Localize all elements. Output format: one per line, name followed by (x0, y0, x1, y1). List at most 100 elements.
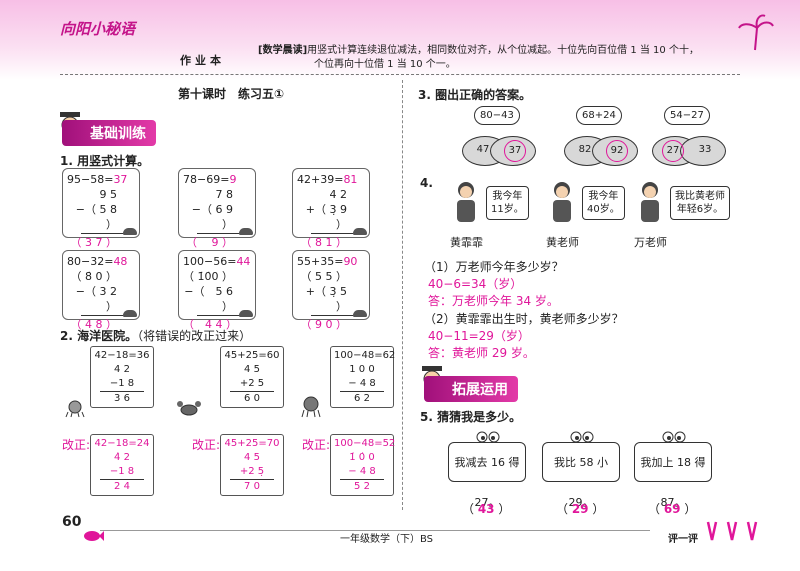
page-divider (402, 80, 403, 510)
question-bubble: 80−43 (474, 106, 520, 125)
answer-option-right[interactable]: 92 (606, 140, 628, 162)
answer-option-left[interactable]: 47 (476, 144, 490, 155)
hospital-result: 7 0 (244, 481, 260, 492)
calc-card: 80−32=48（ 8̇ 0 ）−（ 3 2 ）（ 4 8 ） (62, 250, 140, 331)
hospital-top: 1 0 0 (349, 364, 375, 375)
tip-tag: [数学晨读] (258, 45, 308, 56)
footer-rule (100, 530, 650, 531)
calc-result: （ 4 8 ） (70, 318, 118, 331)
q4-answer-1: 答：万老师今年 34 岁。 (428, 294, 559, 308)
hospital-result: 2 4 (114, 481, 130, 492)
paren-open: （ (462, 502, 478, 516)
hospital-rule (340, 479, 384, 480)
calc-middle: +（ 3̣ 9 ） (305, 203, 347, 231)
calc-expression: 78−69= (183, 173, 230, 186)
calc-equation: 42+39=81 (297, 172, 365, 187)
fish-icon (680, 136, 726, 166)
section-basic-training: 基础训练 (62, 120, 156, 146)
hospital-rule (230, 391, 274, 392)
eyes-icon (662, 428, 686, 443)
calc-top: （ 5 5 ） (300, 270, 348, 283)
calc-top: 9 5 (99, 188, 118, 201)
crab-icon (353, 228, 367, 235)
guess-sign: 我比 58 小 29。 (542, 442, 620, 509)
calc-answer: 44 (236, 255, 251, 268)
speech-line-1: 我比黄老师 (675, 191, 725, 202)
calc-result: （ 4 4 ） (183, 318, 237, 331)
answer-option-left[interactable]: 27 (662, 140, 684, 162)
guess-answer-value: 69 (663, 502, 681, 516)
rating-marks-icon (704, 520, 768, 542)
calc-rule (311, 233, 359, 234)
answer-option-right[interactable]: 37 (504, 140, 526, 162)
calc-answer: 90 (343, 255, 358, 268)
person-icon (452, 180, 480, 224)
guess-sign: 我加上 18 得 87。 (634, 442, 712, 509)
guess-sign: 我减去 16 得 27。 (448, 442, 526, 509)
hospital-rule (100, 479, 144, 480)
logo: 向阳小秘语 (60, 20, 136, 38)
homework-label: 作业本 (180, 54, 225, 67)
lesson-title: 第十课时 练习五① (178, 87, 285, 101)
calc-expression: 55+35= (297, 255, 344, 268)
q2-title-text: 2. 海洋医院。 (60, 329, 138, 343)
calc-result: （ 9 0 ） (300, 318, 348, 331)
calc-middle: +（ 3̣ 5 ） (305, 285, 347, 313)
calc-middle: −（ 5 6 ） (184, 285, 233, 313)
question-bubble: 54−27 (664, 106, 710, 125)
calc-card: 55+35=90 （ 5 5 ） +（ 3̣ 5 ） （ 9 0 ） (292, 250, 370, 331)
hospital-rule (230, 479, 274, 480)
calc-equation: 78−69=9 (183, 172, 251, 187)
hospital-equation: 100−48=62 (334, 350, 396, 361)
crab-icon (123, 310, 137, 317)
hospital-middle: +2 5 (239, 378, 265, 389)
speech-line-1: 我今年 (588, 191, 619, 202)
octopus-icon-2 (300, 396, 322, 418)
q1-title: 1. 用竖式计算。 (60, 154, 150, 168)
calc-rule (81, 315, 129, 316)
eyes-icon (476, 428, 500, 443)
person-name: 黄霏霏 (450, 236, 483, 249)
calc-answer: 37 (113, 173, 128, 186)
crab-icon (353, 310, 367, 317)
answer-option-right[interactable]: 33 (698, 144, 712, 155)
hospital-equation: 45+25=70 (224, 438, 280, 449)
crab-icon (239, 228, 253, 235)
answer-option-left[interactable]: 82 (578, 144, 592, 155)
calc-middle: −（ 3 2 ） (75, 285, 117, 313)
eyes-icon (570, 428, 594, 443)
q4-answer-2-calc: 40−11=29（岁） (428, 329, 530, 343)
calc-expression: 80−32= (67, 255, 114, 268)
paren-close: ） (588, 502, 605, 516)
q4-answer-2: 答：黄老师 29 岁。 (428, 346, 535, 360)
paren-open: （ (556, 502, 572, 516)
calc-result: （ 9 ） (186, 236, 233, 249)
question-bubble: 68+24 (576, 106, 622, 125)
guess-answer-value: 43 (477, 502, 495, 516)
guess-answer: （ 43 ） (462, 500, 510, 517)
person-icon (548, 180, 576, 224)
octopus-icon (64, 400, 86, 418)
footer-book: 一年级数学（下）BS (340, 534, 434, 545)
calc-expression: 100−56= (183, 255, 237, 268)
calc-middle: −（ 6 9 ） (191, 203, 233, 231)
guess-answer: （ 69 ） (648, 500, 696, 517)
calc-equation: 95−58=37 (67, 172, 135, 187)
hospital-top: 4 5 (244, 452, 260, 463)
calc-rule (81, 233, 129, 234)
header-band (0, 0, 800, 80)
q5-title: 5. 猜猜我是多少。 (420, 410, 522, 424)
fish-icon (82, 528, 104, 542)
guess-answer-value: 29 (571, 502, 589, 516)
q4-question-1: （1）万老师今年多少岁？ (424, 260, 564, 274)
hospital-result: 3 6 (114, 393, 130, 404)
calc-rule (311, 315, 359, 316)
hospital-result: 5 2 (354, 481, 370, 492)
palm-tree-icon (735, 12, 775, 52)
fix-label: 改正: (192, 438, 221, 452)
